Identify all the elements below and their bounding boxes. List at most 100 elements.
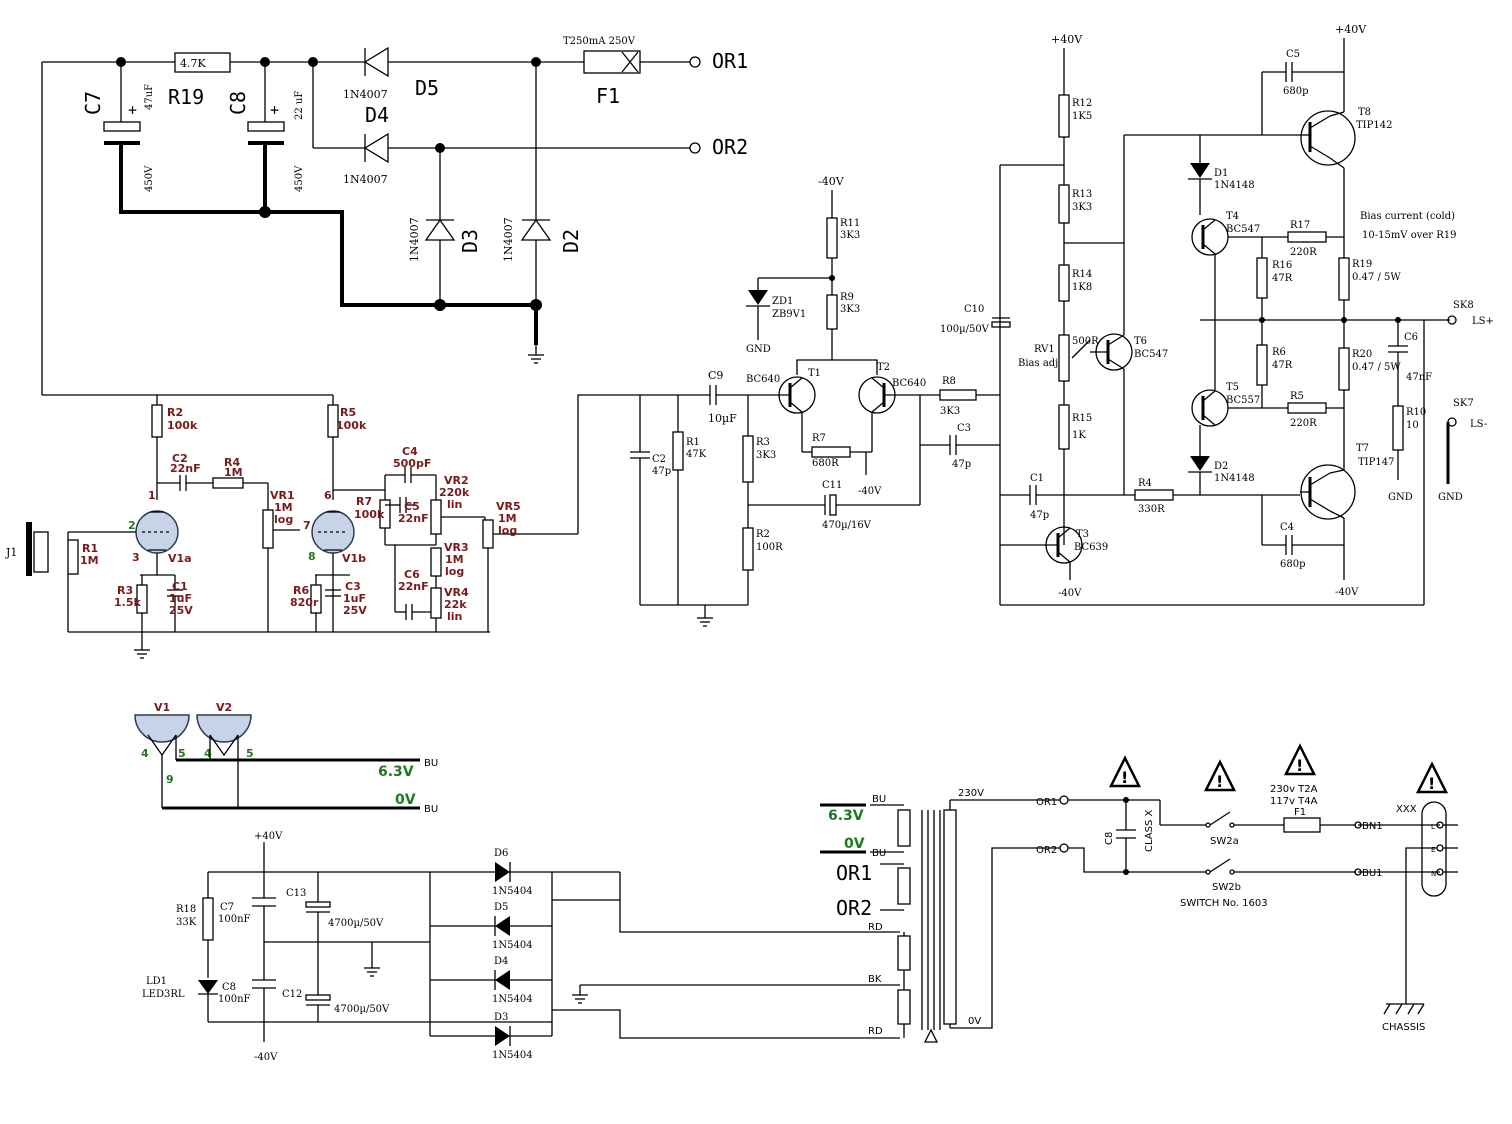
d2-part: 1N4007 xyxy=(502,217,515,262)
component-label: OR2 xyxy=(836,896,872,920)
component-label: VR1 xyxy=(270,489,295,502)
power-amplifier: C9 10µF C2 47p R1 47K -40V R11 3K3 ZD1 Z… xyxy=(630,23,1494,627)
component-label: -40V xyxy=(1335,587,1359,598)
component-label: 1K8 xyxy=(1072,282,1092,293)
component-label: R19 xyxy=(1352,259,1372,270)
component-label: J1 xyxy=(5,546,17,559)
pa-r4-resistor xyxy=(1134,489,1174,501)
or2-terminal xyxy=(689,142,701,154)
component-label: T8 xyxy=(1358,107,1371,118)
d3-label: D3 xyxy=(458,229,482,253)
or2-label: OR2 xyxy=(712,135,748,159)
component-label: D2 xyxy=(1214,461,1228,472)
d4-diode xyxy=(363,132,389,164)
c7-plate xyxy=(103,121,141,132)
component-label: Bias current (cold) xyxy=(1360,211,1455,222)
component-label: T6 xyxy=(1134,336,1147,347)
pa-r3-resistor xyxy=(742,435,754,483)
component-label: BU1 xyxy=(1362,868,1383,879)
component-label: N xyxy=(1431,870,1436,878)
component-label: 10-15mV over R19 xyxy=(1362,230,1457,241)
pa-d2-diode xyxy=(1190,456,1210,471)
component-label: -40V xyxy=(858,486,882,497)
f1-fuse xyxy=(583,50,641,74)
component-label: 1N5404 xyxy=(492,940,533,951)
component-label: R1 xyxy=(82,542,98,555)
component-label: OR2 xyxy=(1036,845,1057,856)
component-label: D4 xyxy=(494,956,508,967)
component-label: R13 xyxy=(1072,189,1092,200)
vr2-pot xyxy=(430,499,442,535)
component-label: 1N4148 xyxy=(1214,180,1255,191)
component-label: 47p xyxy=(1030,510,1049,521)
component-label: LS- xyxy=(1470,419,1487,430)
component-label: C3 xyxy=(345,580,361,593)
iec-inlet xyxy=(1421,801,1447,897)
component-label: BC557 xyxy=(1226,395,1260,406)
component-label: 1M xyxy=(80,554,99,567)
component-label: 680R xyxy=(812,458,839,469)
component-label: BU xyxy=(872,794,886,805)
component-label: R3 xyxy=(756,437,770,448)
component-label: C1 xyxy=(1030,473,1044,484)
component-label: C2 xyxy=(172,452,188,465)
component-label: BU xyxy=(872,848,886,859)
component-label: R1 xyxy=(686,437,700,448)
component-label: R12 xyxy=(1072,98,1092,109)
component-label: 47K xyxy=(686,449,707,460)
component-label: C8 xyxy=(222,982,236,993)
component-label: BU xyxy=(424,804,438,815)
component-label: CHASSIS xyxy=(1382,1022,1425,1033)
component-label: 230V xyxy=(958,788,984,799)
component-label: 10 xyxy=(1406,420,1419,431)
component-label: 100µ/50V xyxy=(940,324,990,335)
ht-power-supply: 4.7K R19 C7 + 47uF 450V C8 + 22 uF 450V … xyxy=(41,36,748,396)
v2-tube-base xyxy=(196,714,252,743)
component-label: C11 xyxy=(822,480,842,491)
component-label: 47p xyxy=(652,466,671,477)
component-label: 1M xyxy=(224,466,243,479)
component-label: BC640 xyxy=(892,378,926,389)
component-label: ! xyxy=(1296,756,1303,775)
component-label: 1N5404 xyxy=(492,886,533,897)
rv1-pot xyxy=(1058,334,1070,382)
component-label: C3 xyxy=(957,423,971,434)
component-label: V1b xyxy=(342,552,366,565)
f1-label: F1 xyxy=(596,84,620,108)
component-label: 220R xyxy=(1290,247,1317,258)
valve-preamp: R2 100k R5 100k C2 22nF R4 1M VR1 1M log… xyxy=(5,394,640,659)
component-label: R6 xyxy=(1272,347,1286,358)
r9-resistor xyxy=(826,294,838,330)
component-label: 1N5404 xyxy=(492,1050,533,1061)
component-label: 7 xyxy=(303,519,311,532)
component-label: 25V xyxy=(169,604,193,617)
component-label: GND xyxy=(1388,492,1413,503)
component-label: 8 xyxy=(308,550,316,563)
component-label: SW2a xyxy=(1210,836,1239,847)
component-label: ! xyxy=(1121,768,1128,787)
pa-r19-resistor xyxy=(1338,257,1350,301)
component-label: ZD1 xyxy=(772,296,793,307)
component-label: BC547 xyxy=(1134,349,1168,360)
vr4-pot xyxy=(430,587,442,619)
v1-tube-base xyxy=(134,714,190,743)
warning-icon: ! xyxy=(1203,759,1237,792)
ld1-led xyxy=(198,980,218,994)
component-label: BC547 xyxy=(1226,224,1260,235)
component-label: OR1 xyxy=(836,861,872,885)
component-label: 47R xyxy=(1272,273,1293,284)
component-label: 220R xyxy=(1290,418,1317,429)
component-label: 0V xyxy=(968,1016,981,1027)
r2-resistor xyxy=(151,404,163,438)
d4-label: D4 xyxy=(365,103,389,127)
component-label: R3 xyxy=(117,584,133,597)
component-label: R4 xyxy=(224,456,240,469)
component-label: GND xyxy=(1438,492,1463,503)
d2-diode xyxy=(520,218,552,241)
component-label: R18 xyxy=(176,904,196,915)
component-label: 22nF xyxy=(170,462,201,475)
component-label: 0V xyxy=(844,836,865,852)
component-label: C4 xyxy=(402,445,418,458)
component-label: XXX xyxy=(1396,804,1417,815)
